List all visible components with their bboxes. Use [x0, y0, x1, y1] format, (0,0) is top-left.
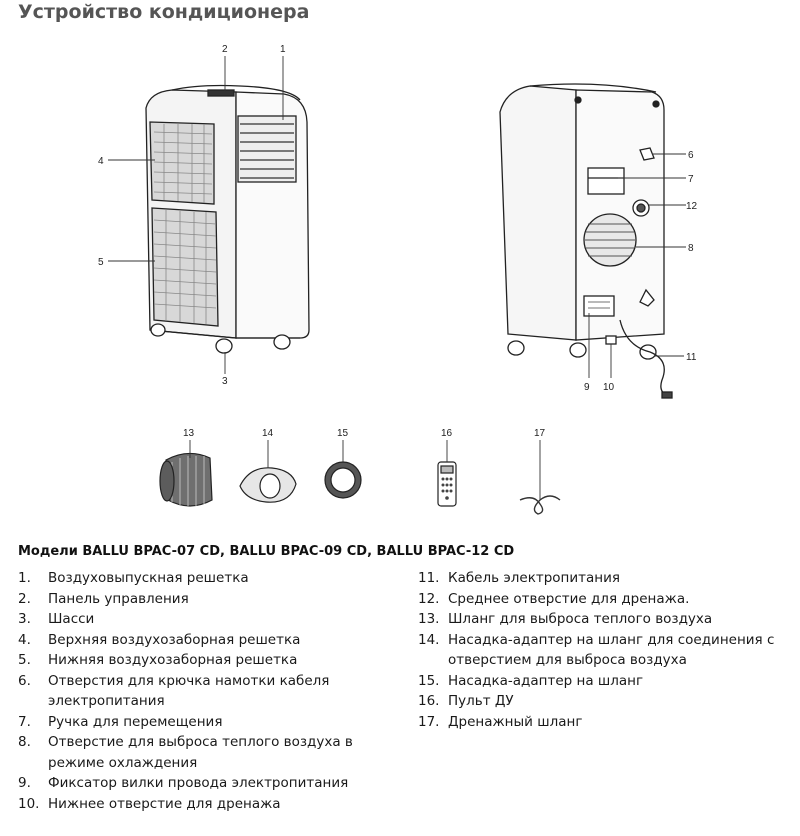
list-item: 2.Панель управления: [18, 590, 189, 607]
callout-10: 10: [603, 382, 615, 393]
list-item: 11.Кабель электропитания: [418, 570, 621, 586]
list-item: 10.Нижнее отверстие для дренажа: [18, 795, 281, 812]
accessory-remote: [437, 461, 457, 507]
callout-17: 17: [534, 428, 546, 439]
list-item: 13.Шланг для выброса теплого воздуха: [418, 611, 713, 627]
list-item: 17.Дренажный шланг: [418, 713, 583, 730]
callout-15: 15: [337, 428, 349, 439]
callout-2: 2: [222, 44, 228, 55]
callout-11: 11: [686, 352, 697, 363]
list-item: 14.Насадка-адаптер на шланг для соединен…: [418, 631, 775, 669]
list-item: 16.Пульт ДУ: [418, 693, 514, 709]
callout-12: 12: [686, 201, 698, 212]
list-item: 6.Отверстия для крючка намотки кабеля эл…: [18, 672, 330, 710]
callout-8: 8: [688, 243, 694, 254]
list-item: 5.Нижняя воздухозаборная решетка: [18, 652, 298, 668]
accessory-hose-adapter: [324, 461, 362, 499]
list-item: 1.Воздуховыпускная решетка: [18, 570, 249, 586]
rear-unit-illustration: [499, 83, 673, 399]
callout-9: 9: [584, 382, 590, 393]
list-item: 9.Фиксатор вилки провода электропитания: [18, 775, 349, 791]
parts-list-left: 1.Воздуховыпускная решетка 2.Панель упра…: [18, 568, 398, 814]
list-item: 4.Верхняя воздухозаборная решетка: [18, 631, 301, 648]
page-title: Устройство кондиционера: [18, 1, 310, 23]
callout-14: 14: [262, 428, 274, 439]
list-item: 8.Отверстие для выброса теплого воздуха …: [18, 734, 353, 771]
front-unit-illustration: [145, 84, 310, 354]
callout-6: 6: [688, 150, 694, 161]
air-conditioner-diagram: 1 2 3 4 5 6 7 8 9 10 11 12 13 14 15 16 1…: [98, 44, 698, 515]
accessory-hose: [159, 452, 213, 507]
callout-13: 13: [183, 428, 195, 439]
list-item: 7.Ручка для перемещения: [18, 713, 223, 730]
callout-3: 3: [222, 376, 228, 387]
parts-list-right: 11.Кабель электропитания 12.Среднее отве…: [418, 568, 788, 732]
callout-5: 5: [98, 257, 104, 268]
callout-16: 16: [441, 428, 453, 439]
list-item: 12.Среднее отверстие для дренажа.: [418, 590, 690, 607]
accessory-window-adapter: [239, 467, 297, 503]
models-heading: Модели BALLU BPAC-07 CD, BALLU BPAC-09 C…: [18, 544, 515, 559]
callout-1: 1: [280, 44, 286, 55]
callout-4: 4: [98, 156, 104, 167]
callout-7: 7: [688, 174, 694, 185]
leader-lines: [108, 56, 686, 500]
list-item: 15.Насадка-адаптер на шланг: [418, 672, 644, 689]
accessory-drain-hose: [519, 495, 561, 515]
list-item: 3.Шасси: [18, 611, 95, 627]
